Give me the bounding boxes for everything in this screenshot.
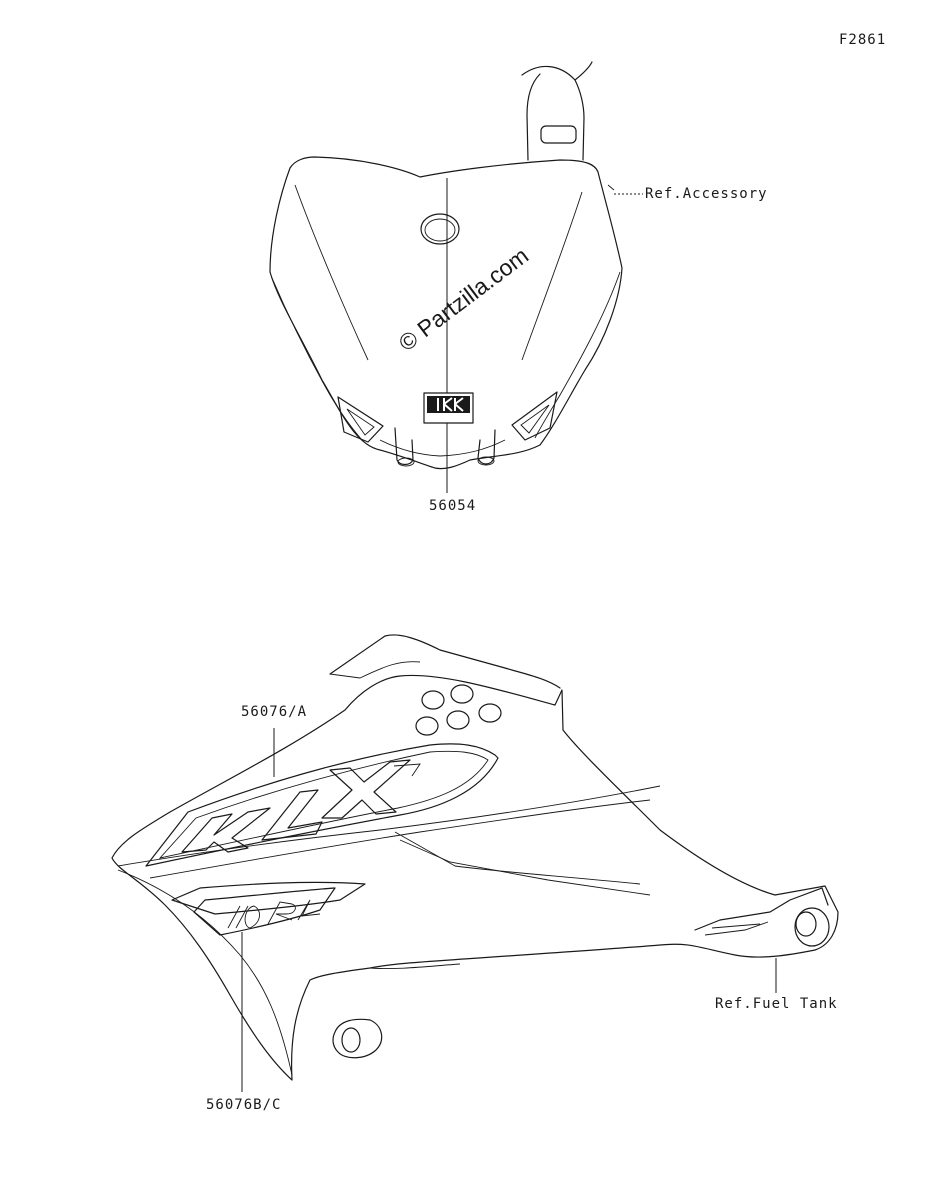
shroud-vent-3: [415, 716, 439, 736]
klx-letter-x: [321, 759, 411, 819]
tank-shroud: [111, 634, 839, 1081]
shroud-vent-2: [450, 684, 474, 704]
klx-letter-k: [181, 807, 271, 853]
klx-letter-l: [261, 789, 323, 841]
label-56054: 56054: [429, 498, 477, 514]
klx-decal-inner: [158, 750, 489, 859]
klx-letter-flare: [393, 763, 421, 777]
model-decal-letters: [227, 899, 321, 929]
shroud-vent-1: [421, 690, 445, 710]
plate-inner-left: [294, 184, 369, 361]
emblem-k-mark: [437, 397, 464, 412]
plate-tab-right: [477, 429, 496, 465]
rear-grommet-outer: [794, 907, 830, 947]
plate-hole-outer: [420, 213, 460, 245]
plate-vent-left: [337, 396, 384, 443]
plate-inner-right: [521, 191, 583, 361]
plate-strap-top: [521, 61, 593, 81]
shroud-vent-5: [478, 703, 502, 723]
emblem-decal: [423, 392, 474, 424]
shroud-rear-tab: [694, 887, 829, 931]
front-grommet-outer: [332, 1018, 383, 1059]
shroud-flange-edge: [329, 661, 421, 679]
label-ref-fuel-tank: Ref.Fuel Tank: [715, 996, 838, 1012]
plate-vent-right: [511, 391, 558, 441]
shroud-bottom-crease: [369, 963, 461, 969]
front-grommet-inner: [341, 1027, 361, 1053]
shroud-vent-4: [446, 710, 470, 730]
plate-vent-right-inner: [520, 404, 550, 434]
number-plate: [269, 61, 623, 470]
plate-bottom-curve: [379, 439, 506, 457]
emblem-decal-block: [427, 396, 470, 413]
label-56076bc: 56076B/C: [206, 1097, 282, 1113]
shroud-rear-tab-slot: [711, 923, 761, 929]
model-decal: [171, 881, 366, 915]
shroud-lower-edge: [117, 869, 293, 1076]
label-56076a: 56076/A: [241, 704, 308, 720]
shroud-inner-crease: [399, 839, 651, 896]
label-ref-accessory: Ref.Accessory: [645, 186, 768, 202]
rear-grommet-inner: [795, 911, 817, 937]
plate-strap: [526, 73, 585, 161]
shroud-top-flange: [329, 634, 561, 689]
plate-strap-slot: [540, 125, 577, 144]
plate-edge-right: [534, 271, 621, 439]
plate-tab-left-end: [397, 457, 415, 467]
shroud-outline: [111, 674, 839, 1081]
klx-decal: [145, 743, 499, 867]
figure-code: F2861: [839, 32, 887, 48]
plate-corner-tick: [607, 184, 615, 191]
shroud-rear-tab-inner: [704, 921, 769, 936]
shroud-inner-crease-2: [394, 831, 641, 885]
shroud-contour-1: [117, 785, 661, 867]
plate-hole-inner: [424, 218, 456, 242]
shroud-contour-2: [149, 799, 651, 879]
plate-vent-left-inner: [346, 408, 375, 436]
model-decal-plate: [193, 887, 336, 936]
plate-tab-right-end: [477, 456, 495, 466]
plate-edge-left: [271, 277, 363, 441]
